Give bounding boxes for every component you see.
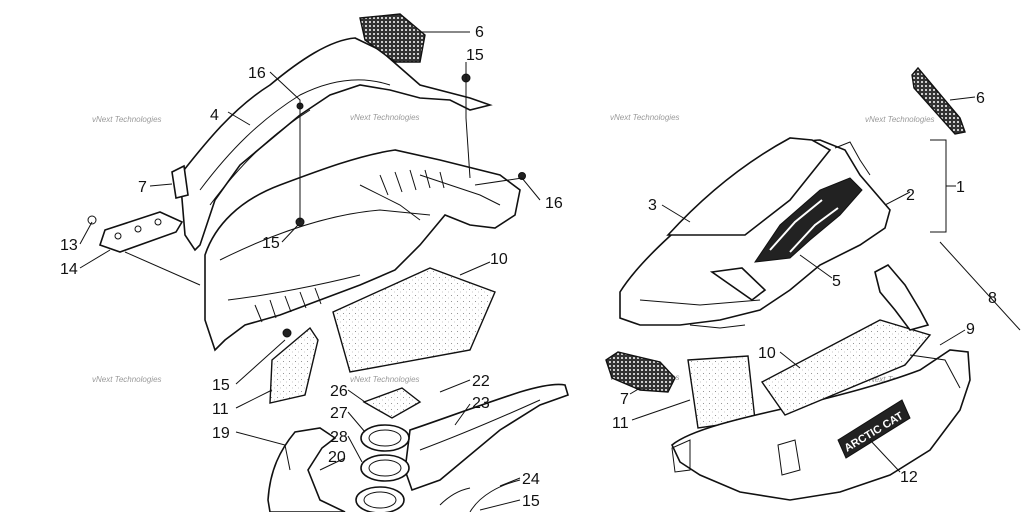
nose-uppers <box>874 263 930 331</box>
callout-10: 10 <box>758 345 776 362</box>
callout-20: 20 <box>328 449 346 466</box>
group-bracket-1 <box>930 139 947 233</box>
panel-small <box>269 326 319 404</box>
screw-icon <box>518 172 526 180</box>
bracket <box>98 211 184 253</box>
callout-6: 6 <box>976 90 985 107</box>
nose-pan <box>671 349 971 501</box>
duct-housing <box>267 427 346 512</box>
callout-4: 4 <box>210 107 219 124</box>
callout-10: 10 <box>490 251 508 268</box>
watermark-text: vNext Technologies <box>92 115 162 124</box>
watermark-text: vNext Technologies <box>350 375 420 384</box>
screw-icon <box>87 215 97 225</box>
callout-7: 7 <box>620 391 629 408</box>
callout-12: 12 <box>900 469 918 486</box>
callout-14: 14 <box>60 261 78 278</box>
callout-6: 6 <box>475 24 484 41</box>
callout-16: 16 <box>248 65 266 82</box>
callout-26: 26 <box>330 383 348 400</box>
callout-13: 13 <box>60 237 78 254</box>
callout-7: 7 <box>138 179 147 196</box>
hood-side-panel <box>666 137 832 236</box>
vent-mesh <box>359 13 426 63</box>
lower-rail <box>404 383 569 492</box>
small-trim-left <box>171 164 189 199</box>
callout-19: 19 <box>212 425 230 442</box>
callout-28: 28 <box>330 429 348 446</box>
callout-11: 11 <box>212 401 229 418</box>
watermark-text: vNext Technologies <box>865 115 935 124</box>
hood-decal <box>753 177 863 263</box>
ring-set <box>355 424 410 512</box>
callout-15: 15 <box>522 493 540 510</box>
callout-24: 24 <box>522 471 540 488</box>
callout-15: 15 <box>466 47 484 64</box>
leader-lines-left <box>79 31 541 511</box>
vent-mesh-right <box>911 66 966 135</box>
callout-27: 27 <box>330 405 348 422</box>
callout-8: 8 <box>988 290 997 307</box>
callout-16: 16 <box>545 195 563 212</box>
callout-22: 22 <box>472 373 490 390</box>
frame-slots <box>254 169 445 323</box>
chassis-frame <box>204 149 521 352</box>
hood-scoop <box>709 267 767 301</box>
callout-3: 3 <box>648 197 657 214</box>
callout-15: 15 <box>212 377 230 394</box>
right-assembly: ARCTIC CAT 6 1 2 3 5 8 9 10 7 11 12 <box>605 66 1021 501</box>
watermark-text: vNext Technologies <box>610 113 680 122</box>
watermark-text: vNext Technologies <box>350 113 420 122</box>
callout-2: 2 <box>906 187 915 204</box>
callout-15: 15 <box>262 235 280 252</box>
leader-lines-right <box>629 96 976 473</box>
callout-1: 1 <box>956 179 965 196</box>
callout-5: 5 <box>832 273 841 290</box>
nut-icon <box>282 328 292 338</box>
nose-insulation <box>760 319 932 416</box>
watermark-text: vNext Technologies <box>92 375 162 384</box>
callout-23: 23 <box>472 395 490 412</box>
hood-frame <box>179 37 493 252</box>
vent-mesh-lower <box>605 351 676 393</box>
left-assembly: 6 15 16 4 7 16 13 14 15 10 15 11 19 26 2… <box>60 13 569 512</box>
panel-insulation <box>332 267 496 373</box>
callout-11: 11 <box>612 415 629 432</box>
group-bracket-8 <box>939 241 1021 331</box>
callout-9: 9 <box>966 321 975 338</box>
gasket-top <box>362 387 422 419</box>
